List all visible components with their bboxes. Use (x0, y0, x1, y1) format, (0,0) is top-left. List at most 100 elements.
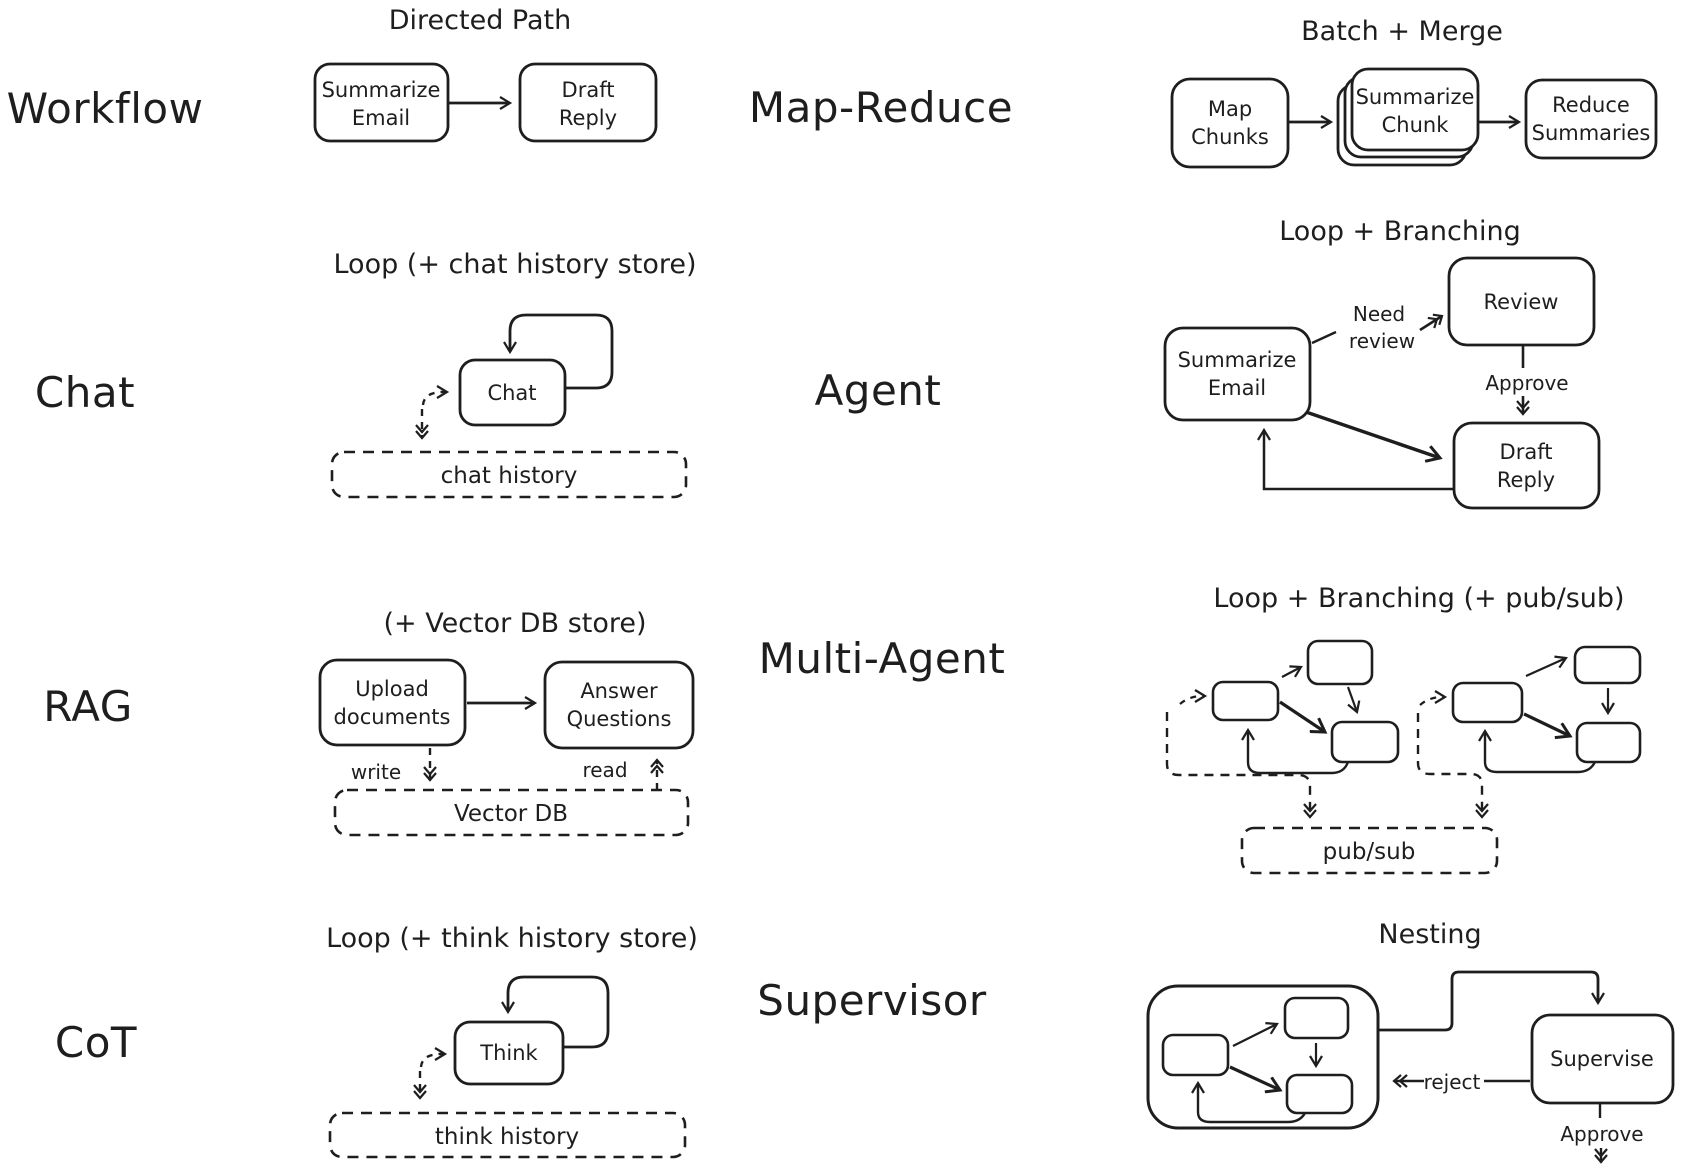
agent-node-text: Review (1484, 290, 1559, 314)
chat-node (458, 358, 567, 427)
agent-label: Agent (815, 366, 942, 415)
agent-draft-arrow (1305, 410, 1440, 458)
agent-node-summarize-email (1163, 326, 1312, 422)
agent-node-draft-reply (1452, 421, 1601, 510)
rag-node-answer (543, 660, 695, 750)
agent-mini-node (1283, 996, 1350, 1040)
section-agent: Agent Loop + Branching Review Summarize … (815, 216, 1601, 510)
mapreduce-node-text: Chunks (1191, 125, 1269, 149)
cot-dashed-in-arrow (419, 1047, 448, 1068)
cot-store-text: think history (435, 1124, 579, 1150)
multiagent-cluster-2 (1416, 645, 1642, 819)
rag-node-upload (318, 658, 467, 747)
section-rag: RAG (+ Vector DB store) Upload documents… (43, 608, 695, 837)
multiagent-cluster-1 (1165, 639, 1400, 819)
cot-title: Loop (+ think history store) (326, 923, 698, 954)
agent-approve-label: Approve (1485, 371, 1568, 395)
mapreduce-node-summarize-chunk (1350, 67, 1480, 152)
agent-node-text: Reply (1497, 468, 1555, 492)
mini-loop-back (1241, 727, 1350, 775)
mini-pubsub-drop (1165, 712, 1317, 819)
cot-node (453, 1020, 565, 1086)
chat-title: Loop (+ chat history store) (333, 249, 696, 280)
cot-self-loop-arrow (501, 975, 610, 1049)
workflow-node-draft-reply (518, 62, 658, 143)
mini-thick-arrow (1523, 712, 1570, 736)
mini-arrow (1346, 686, 1361, 715)
mini-dashed-in (1179, 689, 1208, 705)
supervisor-label: Supervisor (757, 976, 987, 1025)
mapreduce-node-text: Summarize (1356, 85, 1475, 109)
chat-history-store (330, 450, 688, 499)
mapreduce-node-text: Reduce (1552, 93, 1630, 117)
supervisor-approve-label: Approve (1560, 1122, 1643, 1146)
mini-thick-arrow (1229, 1065, 1280, 1090)
workflow-node-text: Draft (562, 78, 615, 102)
section-supervisor: Supervisor Nesting Supervise reject Appr… (757, 919, 1675, 1164)
agent-node-text: Summarize (1178, 348, 1297, 372)
multiagent-pubsub-store (1240, 826, 1499, 875)
rag-label: RAG (43, 682, 133, 731)
rag-node-text: Questions (567, 707, 672, 731)
mini-arrow (1232, 1022, 1279, 1047)
chat-label: Chat (35, 368, 135, 417)
supervisor-node-supervise (1530, 1013, 1675, 1105)
agent-title: Loop + Branching (1279, 216, 1521, 247)
workflow-node-text: Email (352, 106, 410, 130)
mini-loop-back (1191, 1080, 1307, 1124)
agent-need-review-arrow (1419, 313, 1444, 332)
mapreduce-label: Map-Reduce (749, 83, 1013, 132)
chat-node-text: Chat (487, 381, 536, 405)
mini-thick-arrow (1279, 700, 1325, 732)
supervisor-reject-label: reject (1424, 1070, 1481, 1094)
section-workflow: Workflow Directed Path Summarize Email D… (7, 5, 658, 143)
agent-mini-node (1211, 680, 1280, 722)
mini-arrow (1525, 655, 1568, 678)
agent-need-review-label: review (1349, 329, 1415, 353)
cot-history-store (328, 1111, 687, 1159)
agent-mini-node (1573, 645, 1642, 685)
section-multiagent: Multi-Agent Loop + Branching (+ pub/sub) (759, 583, 1642, 875)
chat-store-text: chat history (441, 463, 578, 489)
multiagent-title: Loop + Branching (+ pub/sub) (1213, 583, 1624, 614)
rag-read-label: read (582, 758, 627, 782)
workflow-node-text: Reply (559, 106, 617, 130)
agent-need-review-label: Need (1353, 302, 1405, 326)
agent-node-text: Email (1208, 376, 1266, 400)
mapreduce-node-map-chunks (1170, 77, 1290, 169)
rag-node-text: Upload (355, 677, 429, 701)
mini-pubsub-drop (1416, 713, 1489, 819)
supervisor-title: Nesting (1378, 919, 1481, 950)
mini-loop-back (1478, 728, 1597, 774)
supervisor-node-text: Supervise (1550, 1047, 1654, 1071)
agent-node-review (1447, 256, 1596, 347)
rag-write-label: write (351, 760, 401, 784)
multiagent-store-text: pub/sub (1323, 839, 1416, 865)
mapreduce-title: Batch + Merge (1301, 16, 1503, 47)
supervisor-to-supervise-arrow (1378, 970, 1605, 1032)
rag-node-text: Answer (580, 679, 658, 703)
workflow-title: Directed Path (389, 5, 572, 36)
mapreduce-node-reduce-summaries (1524, 78, 1658, 160)
agent-node-text: Draft (1500, 440, 1553, 464)
agent-mini-node (1330, 720, 1400, 764)
agent-mini-node (1161, 1033, 1230, 1077)
section-chat: Chat Loop (+ chat history store) Chat ch… (35, 249, 697, 499)
mapreduce-node-text: Summaries (1532, 121, 1651, 145)
cot-label: CoT (55, 1018, 137, 1067)
cot-node-text: Think (479, 1041, 538, 1065)
mapreduce-node-text: Map (1208, 97, 1252, 121)
rag-node-text: documents (334, 705, 451, 729)
rag-vector-db-store (333, 788, 690, 837)
agent-loop-back-arrow (1257, 427, 1454, 491)
rag-store-text: Vector DB (454, 801, 568, 827)
section-cot: CoT Loop (+ think history store) Think t… (55, 923, 698, 1159)
section-mapreduce: Map-Reduce Batch + Merge Map Chunks Summ… (749, 16, 1658, 169)
agent-mini-node (1451, 681, 1524, 724)
chat-self-loop-arrow (503, 313, 614, 390)
mini-dashed-in (1419, 690, 1448, 706)
mini-arrow (1281, 665, 1303, 678)
mapreduce-node-text: Chunk (1382, 113, 1450, 137)
agent-mini-node (1306, 639, 1374, 686)
